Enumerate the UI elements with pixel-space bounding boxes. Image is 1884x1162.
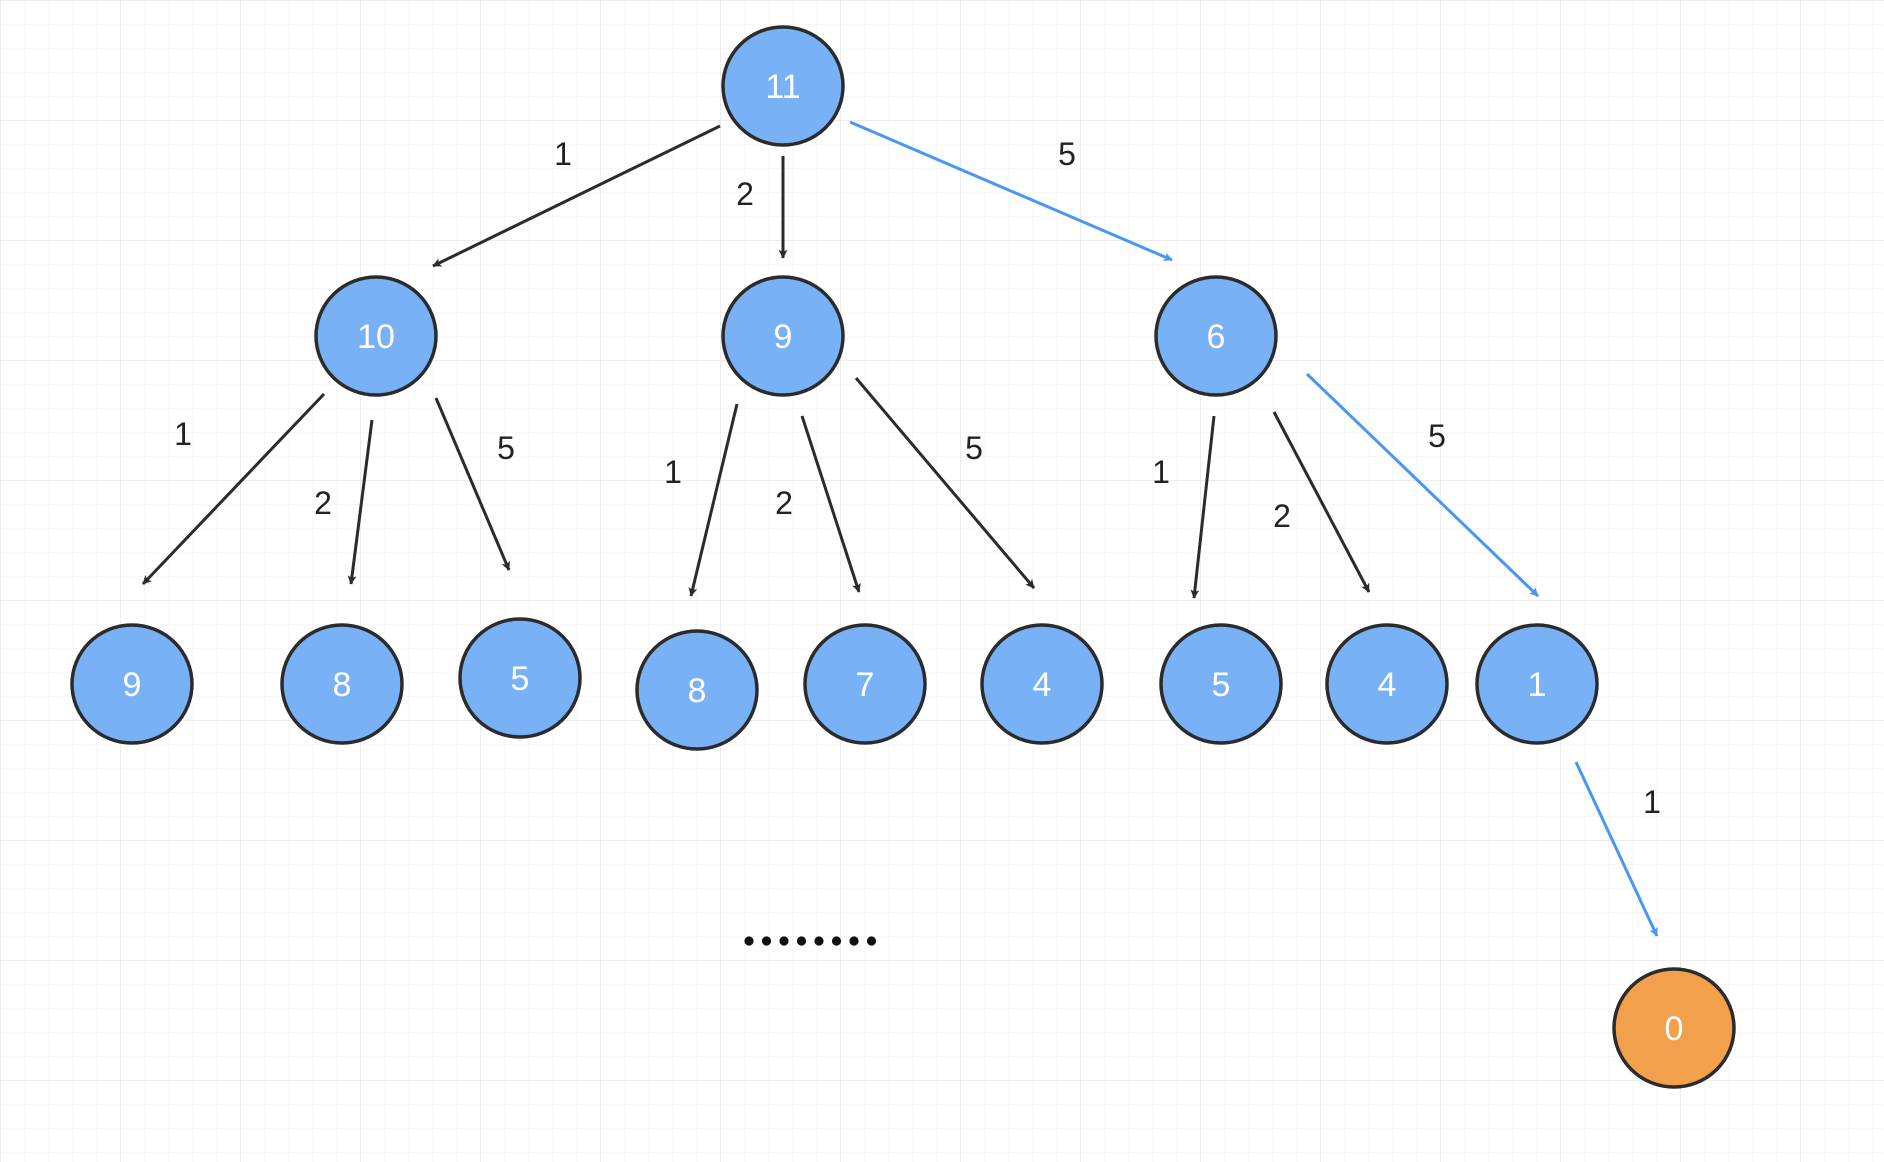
node-circle [314,275,438,397]
node-value-label: 8 [333,666,352,704]
edge-weight-label: 5 [497,430,515,466]
tree-node-n_9_8: 8 [635,629,759,751]
tree-node-n_0: 0 [1612,967,1736,1089]
edge-arrow-n_10-to-n_10_5 [434,397,511,571]
node-circle [635,629,759,751]
node-circle [70,623,194,745]
node-value-label: 6 [1207,318,1226,356]
node-value-label: 9 [774,318,793,356]
node-circle [1325,623,1449,745]
edge-arrow-n_9-to-n_9_8 [688,403,739,597]
edge-weight-label: 2 [736,176,754,212]
node-value-label: 1 [1528,666,1547,704]
target-node-circle [1612,967,1736,1089]
edge-weight-label: 1 [174,416,192,452]
edge-weight-label: 2 [775,485,793,521]
node-circle [280,623,404,745]
ellipsis-dot [849,936,859,946]
edge-weight-label: 1 [554,136,572,172]
edge-arrow-n_6_1-to-n_0 [1574,761,1659,937]
tree-node-n_root: 11 [721,25,845,147]
edge-weight-label: 1 [1643,784,1661,820]
edge-arrow-n_root-to-n_10 [432,124,721,268]
node-circle [1159,623,1283,745]
edge-arrow-n_9-to-n_9_4 [854,377,1036,589]
node-circle [1154,275,1278,397]
node-value-label: 5 [511,660,530,698]
tree-node-n_10_5: 5 [458,617,582,739]
node-circle [721,25,845,147]
edge-arrow-n_6-to-n_6_4 [1272,411,1371,593]
node-circle [980,623,1104,745]
edge-weight-label: 5 [1428,418,1446,454]
node-circle [803,623,927,745]
node-value-label: 10 [357,318,395,356]
ellipsis-dot [866,936,877,946]
edge-arrow-n_6-to-n_6_5 [1190,415,1216,599]
tree-node-n_10_8: 8 [280,623,404,745]
ellipsis-dot [831,936,842,946]
edge-arrow-n_9-to-n_9_7 [800,415,861,593]
edge-weight-label: 1 [664,454,682,490]
tree-node-n_10_9: 9 [70,623,194,745]
node-value-label: 9 [123,666,142,704]
tree-node-n_10: 10 [314,275,438,397]
edge-weight-label: 1 [1152,454,1170,490]
edge-arrow-n_10-to-n_10_8 [347,419,374,585]
edge-arrow-n_root-to-n_6 [849,120,1173,262]
node-circle [1475,623,1599,745]
node-value-label: 4 [1033,666,1052,704]
ellipsis-dot [796,936,807,946]
tree-node-n_6_5: 5 [1159,623,1283,745]
node-circle [458,617,582,739]
ellipsis [744,936,877,946]
tree-node-n_6_1: 1 [1475,623,1599,745]
edge-weight-label: 5 [1058,136,1076,172]
ellipsis-dot [779,936,789,946]
edge-weight-label: 5 [965,430,983,466]
node-value-label: 0 [1665,1010,1684,1048]
node-value-label: 8 [688,672,707,710]
edge-labels-layer: 1 2 5 1 2 5 1 2 5 1 2 5 1 [174,136,1661,820]
node-circle [721,275,845,397]
edge-weight-label: 2 [1273,498,1291,534]
tree-node-n_9_7: 7 [803,623,927,745]
tree-node-n_6: 6 [1154,275,1278,397]
tree-node-n_6_4: 4 [1325,623,1449,745]
ellipsis-dot [814,936,824,946]
ellipsis-dot [761,936,772,946]
node-value-label: 11 [765,68,800,106]
edge-arrow-n_6-to-n_6_1 [1305,372,1540,598]
node-value-label: 4 [1378,666,1397,704]
node-value-label: 7 [856,666,875,704]
edge-arrow-n_10-to-n_10_9 [141,392,326,586]
tree-node-n_9: 9 [721,275,845,397]
ellipsis-dot [744,936,754,946]
node-value-label: 5 [1212,666,1231,704]
edges-layer [141,120,1659,937]
tree-node-n_9_4: 4 [980,623,1104,745]
edge-weight-label: 2 [314,485,332,521]
